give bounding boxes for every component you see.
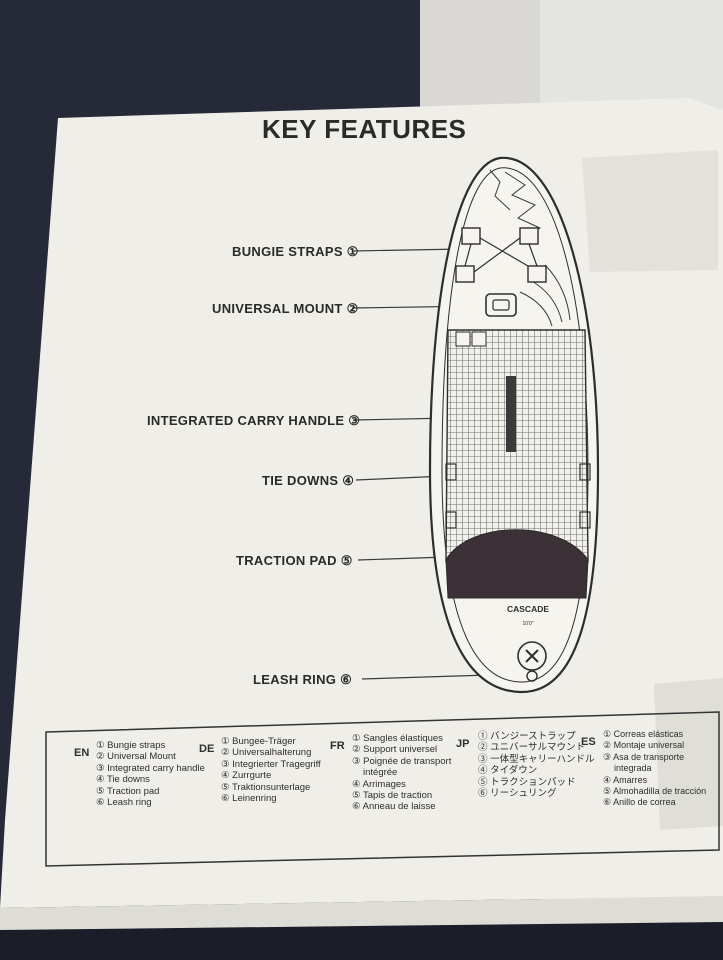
- language-code: JP: [456, 738, 470, 750]
- language-code: DE: [199, 743, 215, 755]
- language-code: ES: [581, 736, 596, 748]
- legend-item: ① バンジーストラップ: [478, 731, 576, 742]
- legend-item: intégrée: [363, 767, 398, 779]
- language-code: FR: [330, 740, 345, 752]
- legend-item: integrada: [614, 763, 652, 774]
- page-title: KEY FEATURES: [262, 114, 467, 144]
- legend-item: ② Universal Mount: [96, 751, 176, 763]
- callout-carry-handle: INTEGRATED CARRY HANDLE ③: [147, 413, 361, 428]
- legend-item: ⑥ リーシュリング: [478, 788, 557, 800]
- legend-frame: [45, 711, 720, 867]
- paddle-board: CASCADE 10'0": [428, 156, 600, 694]
- legend-item: ⑥ Leinenring: [221, 793, 277, 805]
- callout-tie-downs: TIE DOWNS ④: [262, 473, 355, 488]
- language-code: EN: [74, 747, 90, 759]
- legend-en: EN ① Bungie straps ② Universal Mount ③ I…: [74, 740, 205, 809]
- legend-item: ④ タイダウン: [478, 765, 538, 777]
- legend-item: ① Bungie straps: [96, 740, 166, 751]
- callout-leash-ring: LEASH RING ⑥: [253, 672, 353, 687]
- legend-fr: FR ① Sangles élastiques ② Support univer…: [330, 733, 452, 813]
- legend-item: ② Universalhalterung: [221, 747, 312, 759]
- legend-item: ⑤ Traktionsunterlage: [221, 781, 311, 793]
- board-size: 10'0": [522, 621, 533, 627]
- legend-item: ⑥ Leash ring: [96, 797, 152, 809]
- legend-item: ⑤ Tapis de traction: [352, 790, 433, 802]
- legend-item: ⑤ トラクションパッド: [478, 776, 576, 788]
- legend-item: ⑤ Almohadilla de tracción: [603, 786, 707, 797]
- legend-item: ③ Integrated carry handle: [96, 762, 205, 774]
- callout-traction-pad: TRACTION PAD ⑤: [236, 553, 353, 568]
- legend-item: ④ Arrimages: [352, 778, 406, 790]
- legend-item: ⑥ Anneau de laisse: [352, 801, 436, 813]
- callout-bungie-straps: BUNGIE STRAPS ①: [232, 244, 359, 259]
- legend-item: ⑥ Anillo de correa: [603, 797, 676, 808]
- legend-item: ③ Integrierter Tragegriff: [221, 758, 321, 770]
- tape-patch: [654, 678, 723, 830]
- tape-patch: [582, 150, 718, 272]
- legend-item: ① Sangles élastiques: [352, 733, 443, 744]
- legend-item: ② Support universel: [352, 744, 438, 756]
- legend-item: ④ Amarres: [603, 774, 648, 785]
- legend-item: ③ 一体型キャリーハンドル: [478, 753, 595, 765]
- board-brand: CASCADE: [507, 604, 549, 614]
- legend-item: ④ Tie downs: [96, 774, 150, 786]
- legend-item: ④ Zurrgurte: [221, 770, 272, 782]
- legend-item: ③ Poignée de transport: [352, 755, 452, 767]
- legend-de: DE ① Bungee-Träger ② Universalhalterung …: [199, 736, 321, 805]
- legend-item: ③ Asa de transporte: [603, 751, 685, 762]
- legend-item: ② ユニバーサルマウント: [478, 742, 585, 754]
- box-bottom-edge: [0, 896, 723, 930]
- legend-es: ES ① Correas elásticas ② Montaje univers…: [581, 729, 707, 809]
- legend-item: ⑤ Traction pad: [96, 785, 160, 797]
- legend-item: ① Bungee-Träger: [221, 736, 296, 747]
- legend-jp: JP ① バンジーストラップ ② ユニバーサルマウント ③ 一体型キャリーハンド…: [456, 731, 595, 800]
- legend-item: ① Correas elásticas: [603, 729, 684, 739]
- callout-universal-mount: UNIVERSAL MOUNT ②: [212, 301, 359, 316]
- legend-item: ② Montaje universal: [603, 740, 685, 751]
